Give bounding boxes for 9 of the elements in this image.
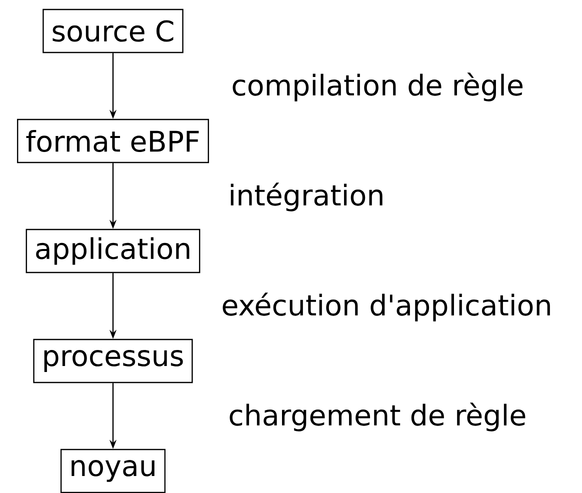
process-box: format eBPF — [17, 118, 209, 164]
process-box: noyau — [60, 448, 166, 493]
step-label: compilation de règle — [232, 72, 522, 102]
process-box: application — [26, 228, 200, 274]
step-label: chargement de règle — [230, 402, 526, 432]
step-label: intégration — [230, 182, 382, 212]
step-label: exécution d'application — [222, 292, 550, 322]
process-box: processus — [33, 338, 193, 384]
process-box: source C — [42, 8, 184, 54]
